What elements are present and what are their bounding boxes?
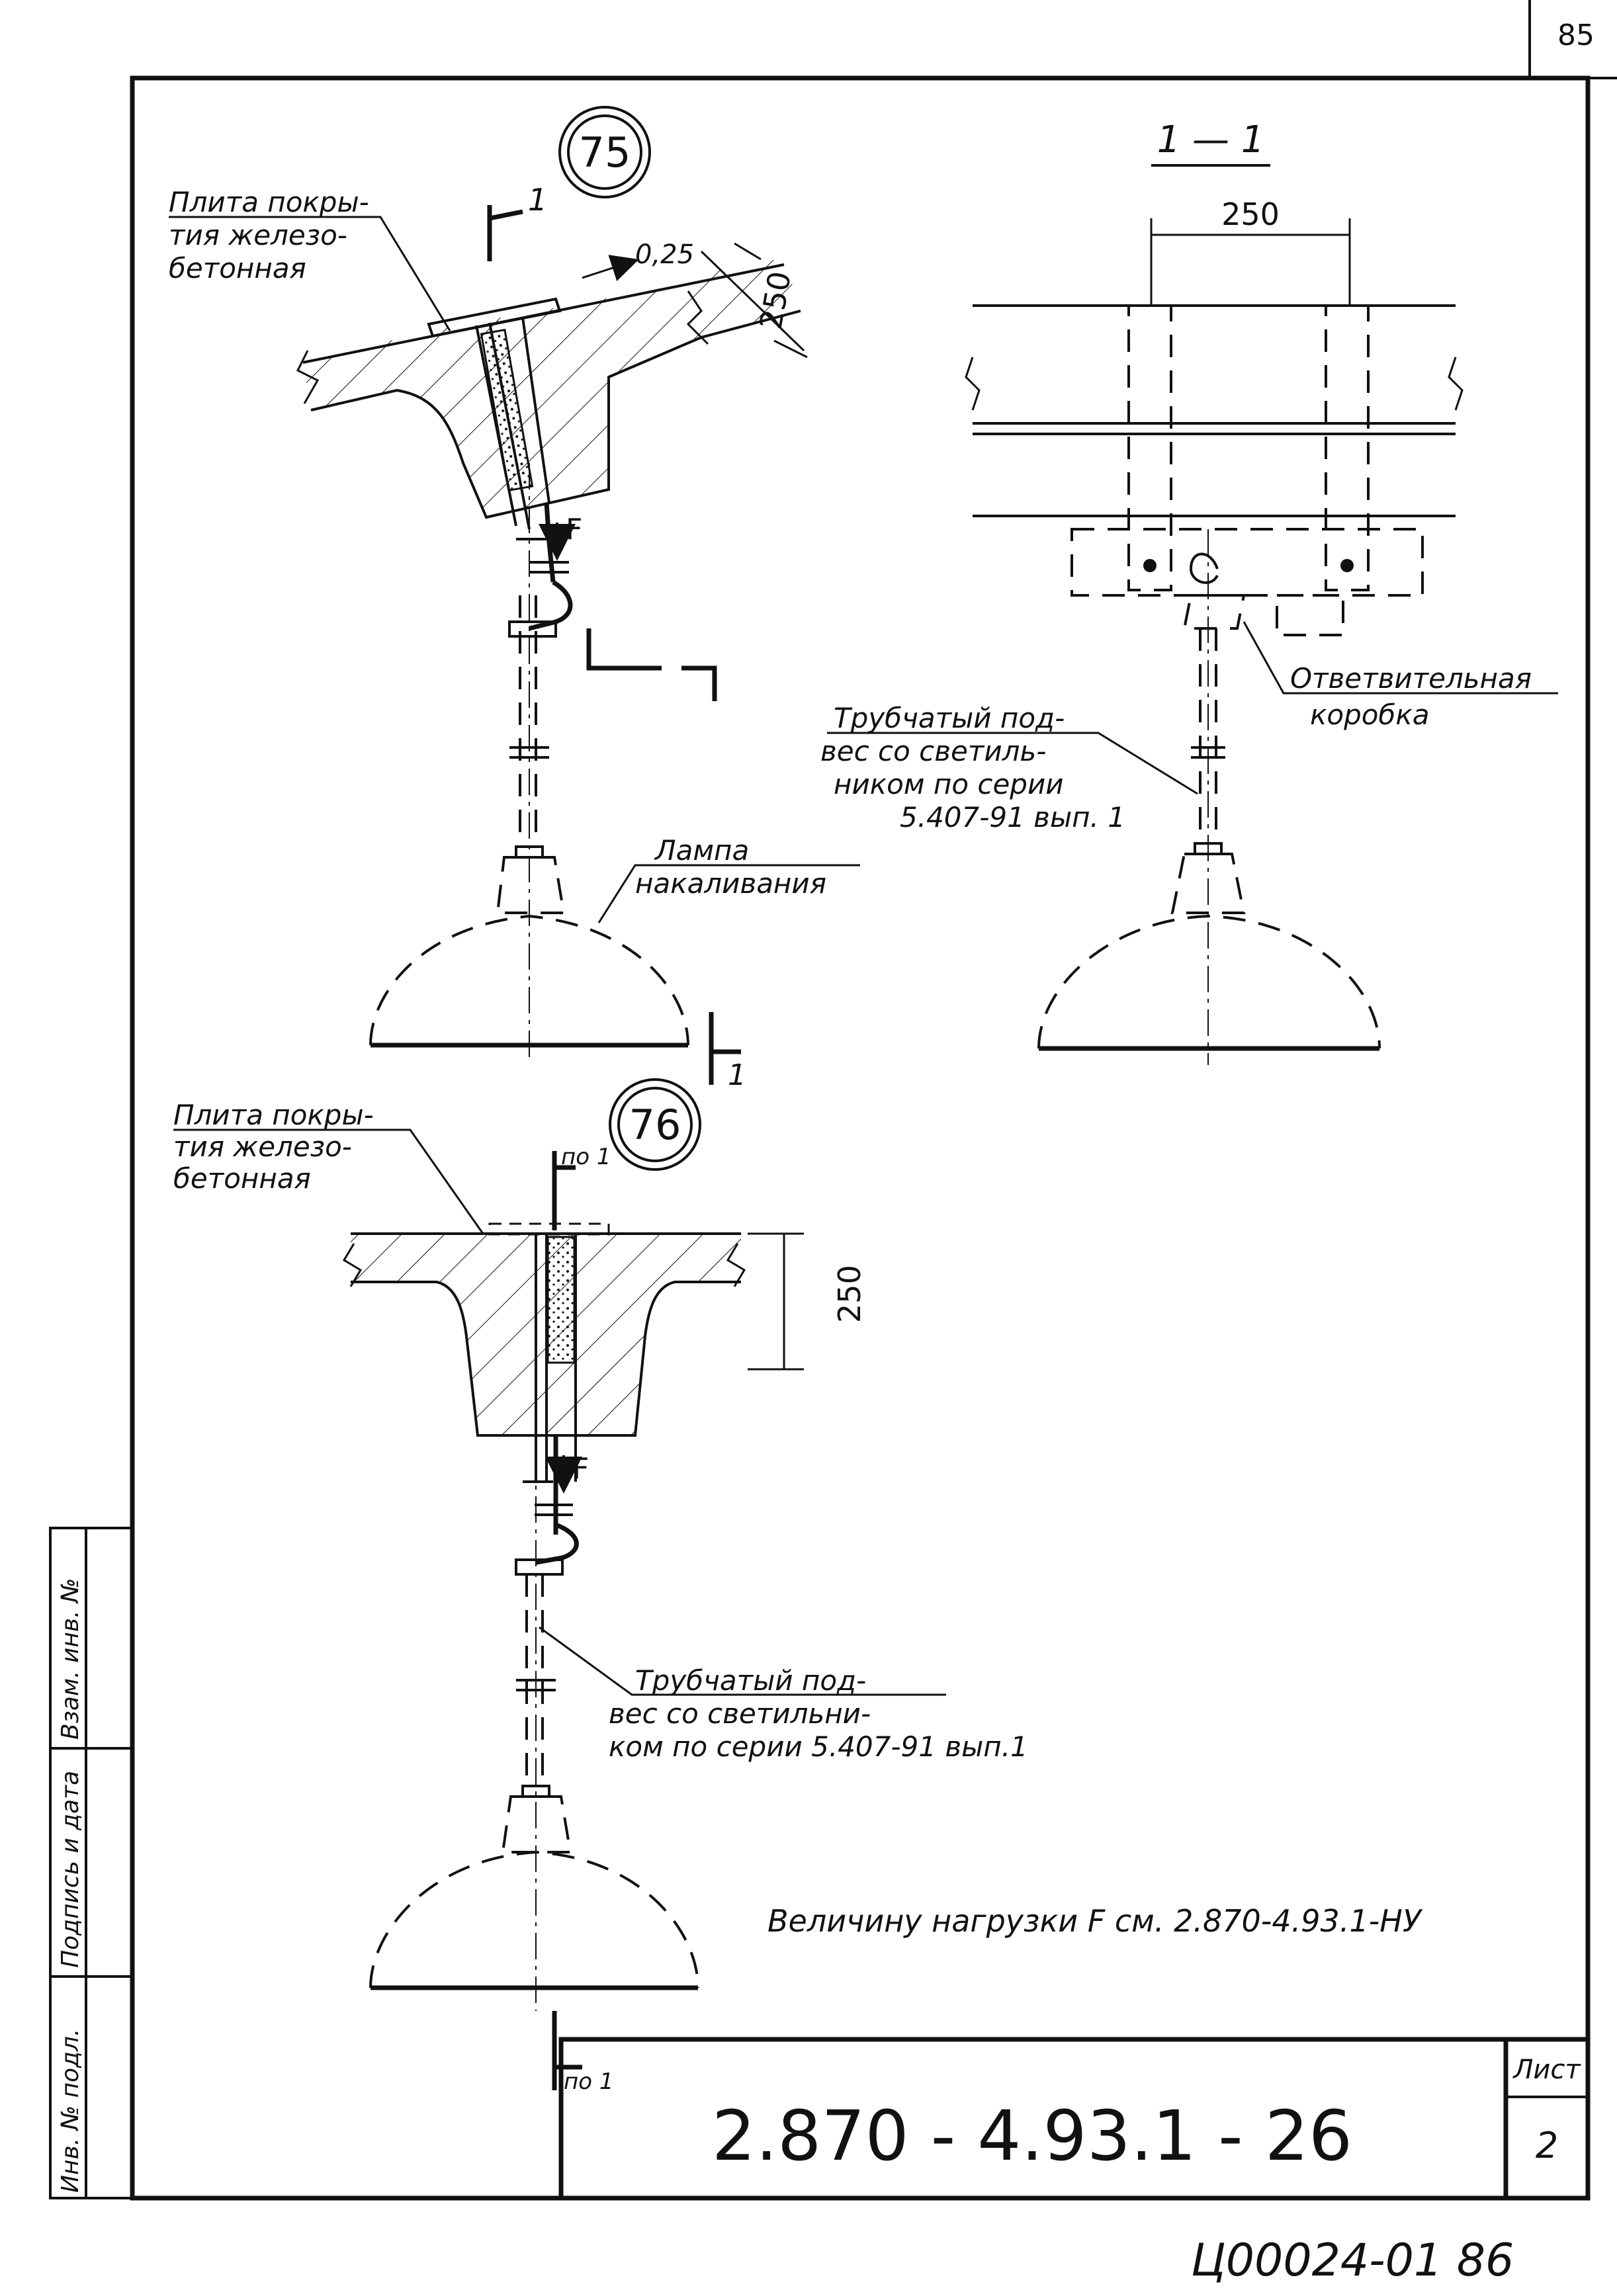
pendant-76: F — [501, 1435, 589, 1853]
section-1-1: 1 — 1 250 Ответвительная коро — [820, 118, 1558, 1065]
slab-75 — [296, 258, 801, 530]
title-block: 2.870 - 4.93.1 - 26 Лист 2 — [558, 2037, 1591, 2201]
side-stamp: Взам. инв. № Подпись и дата Инв. № подл. — [49, 1527, 134, 2199]
lamp-shade-76 — [369, 1850, 699, 1988]
page-number: 85 — [1557, 19, 1595, 52]
section-mark-top: 1 — [528, 182, 547, 218]
callout-76: 76 — [629, 1101, 681, 1149]
stamp-original-inv: Инв. № подл. — [57, 2029, 84, 2193]
slab-76 — [342, 1222, 746, 1482]
section-1-1-title: 1 — 1 — [1157, 118, 1265, 161]
pendant-label-section: Трубчатый под- вес со светиль- ником по … — [820, 702, 1125, 833]
load-label-75: F — [566, 513, 582, 546]
sheet-label: Лист — [1512, 2055, 1581, 2085]
sheet-number: 2 — [1536, 2125, 1558, 2166]
detail-75: 75 1 0,25 250 F — [169, 106, 860, 1092]
section-ref-bottom: по 1 — [564, 2068, 613, 2095]
title-block-code: 2.870 - 4.93.1 - 26 — [712, 2096, 1352, 2176]
pendant-label-76: Трубчатый под- вес со светильни- ком по … — [609, 1664, 1028, 1763]
detail-76: 76 по 1 250 F — [173, 1078, 1028, 2095]
load-label-76: F — [572, 1452, 589, 1486]
pendant-75: F — [496, 502, 582, 914]
lamp-shade-section — [1037, 914, 1381, 1049]
stamp-replacement-inv: Взам. инв. № — [57, 1578, 84, 1740]
load-note: Величину нагрузки F см. 2.870-4.93.1-НУ — [767, 1903, 1423, 1939]
section-mark-bottom: 1 — [728, 1058, 746, 1092]
stamp-signature-date: Подпись и дата — [57, 1771, 84, 1968]
box-label: Ответвительная коробка — [1290, 662, 1540, 731]
lamp-label-75: Лампа накаливания — [635, 834, 826, 900]
slab-label-75: Плита покры- тия железо- бетонная — [169, 186, 378, 284]
archive-number: Ц00024-01 86 — [1191, 2234, 1514, 2287]
callout-75: 75 — [579, 128, 631, 177]
width-dim-section: 250 — [1221, 196, 1280, 232]
height-dim-76: 250 — [832, 1265, 867, 1323]
gap-dim-75: 0,25 — [635, 239, 694, 270]
slab-label-76: Плита покры- тия железо- бетонная — [173, 1099, 382, 1195]
section-ref-top: по 1 — [561, 1144, 611, 1170]
